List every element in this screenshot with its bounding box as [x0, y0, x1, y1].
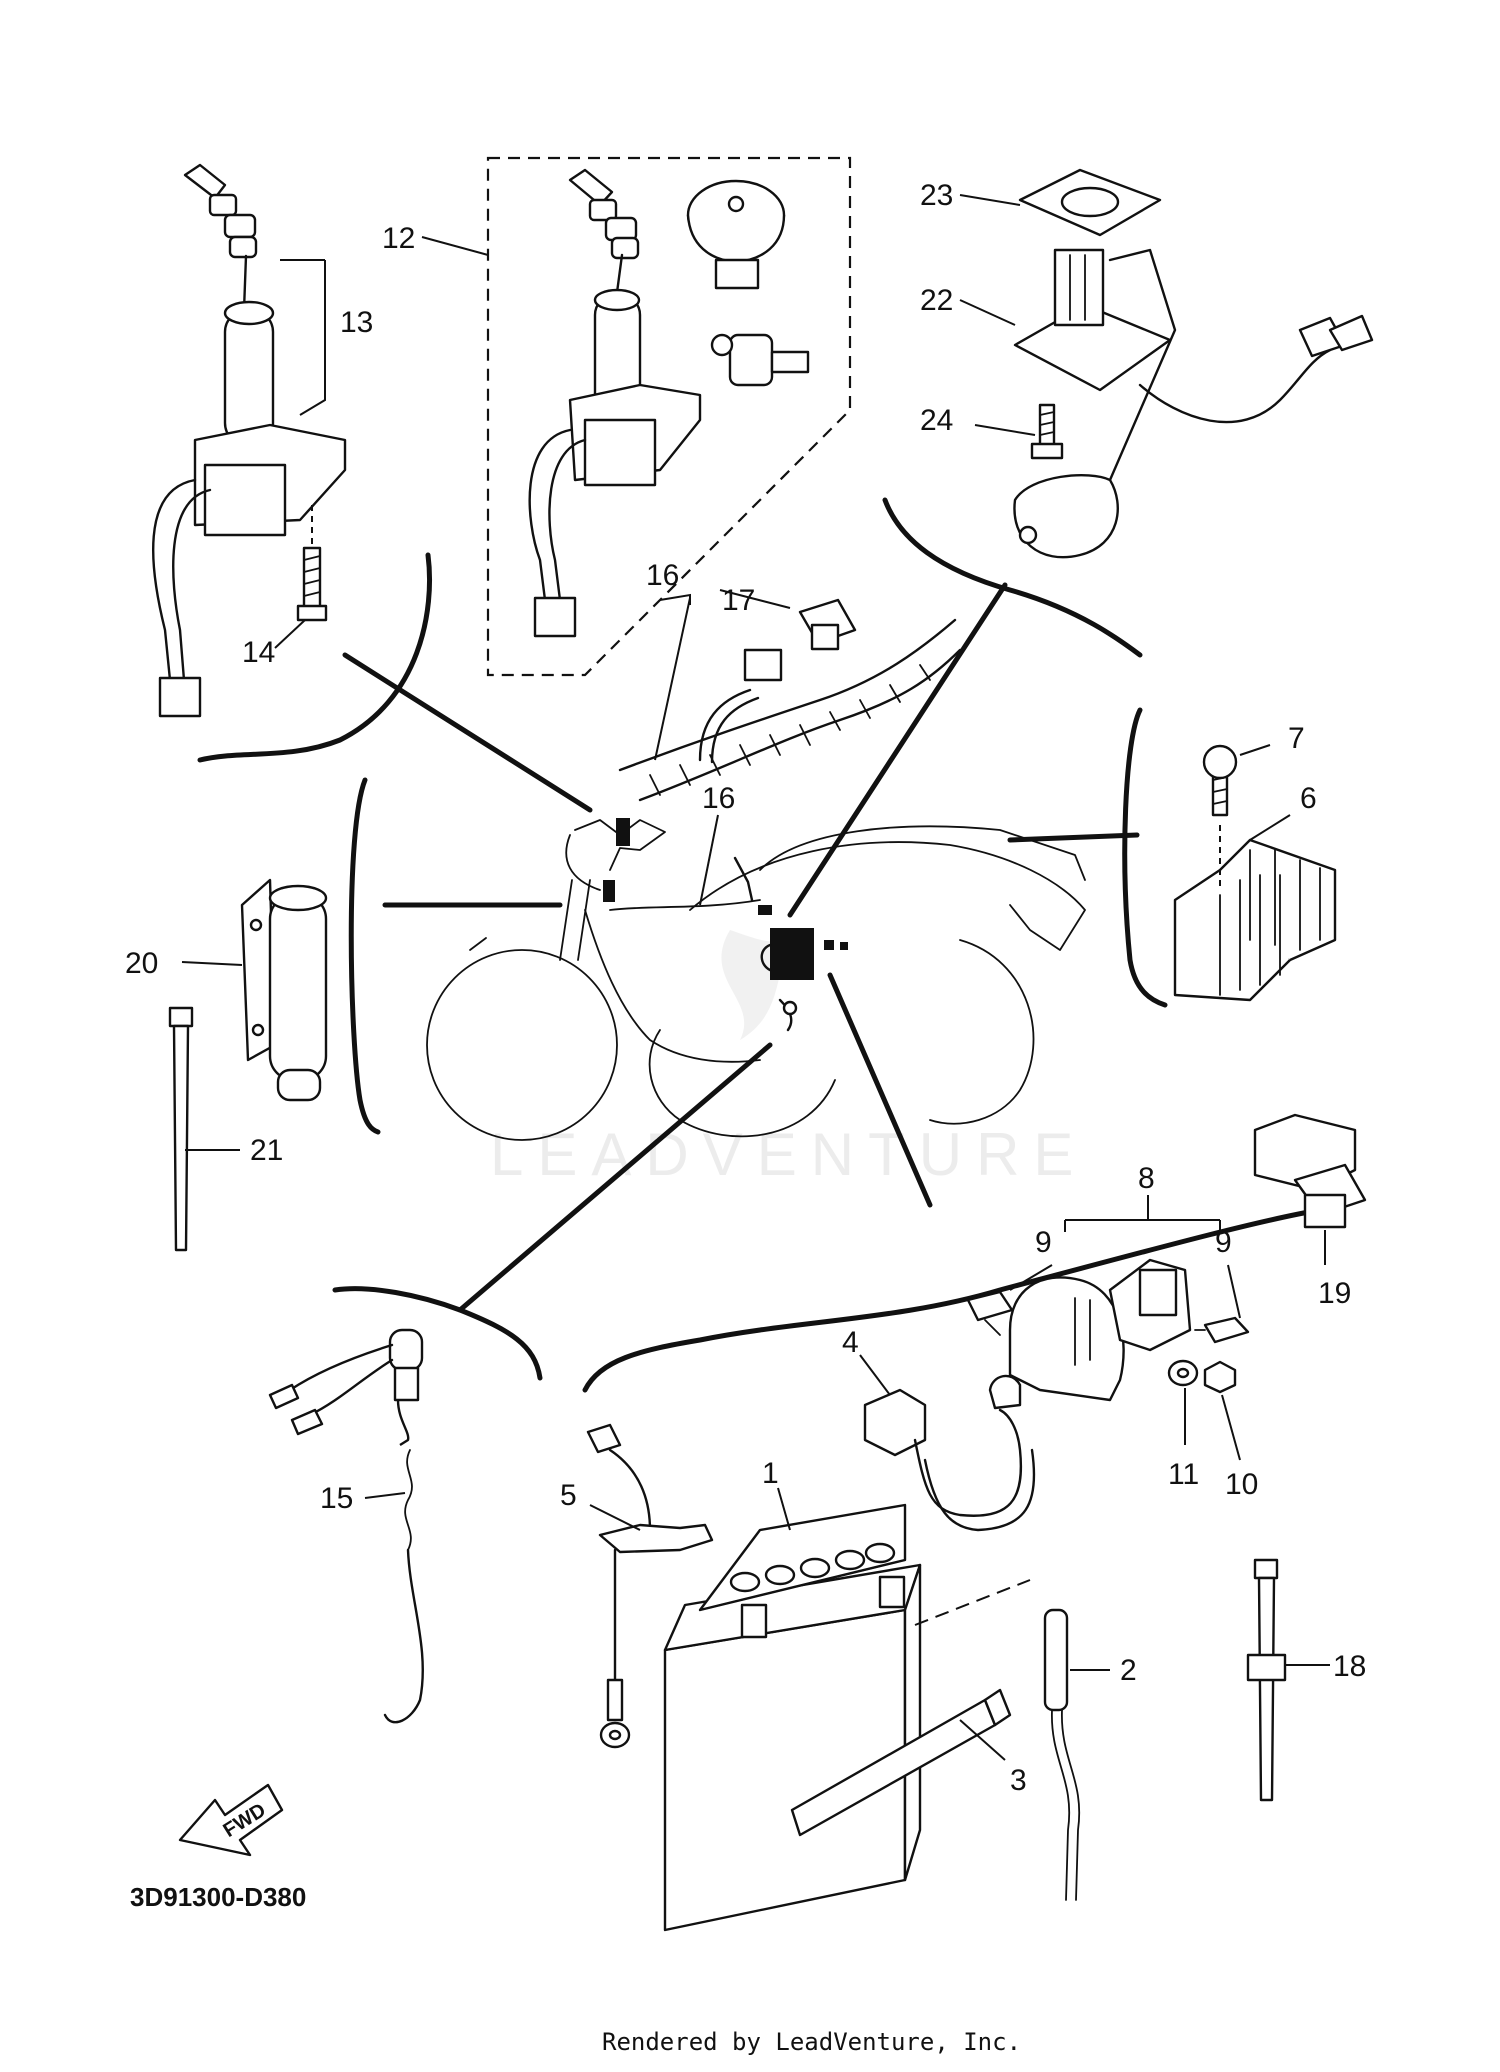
callout-19: 19: [1318, 1277, 1351, 1310]
callout-6: 6: [1300, 782, 1317, 815]
wire-harness: 16 17 16: [618, 559, 962, 906]
callout-14: 14: [242, 636, 275, 669]
ignition-switch-icon: [528, 288, 702, 638]
cable-tie-icon: [168, 1006, 194, 1252]
rectifier-regulator: 6 7: [1173, 722, 1337, 1002]
callout-1: 1: [762, 1457, 779, 1490]
callout-9a: 9: [1035, 1226, 1052, 1259]
callout-18: 18: [1333, 1650, 1366, 1683]
screw-icon: [1202, 744, 1238, 817]
key-icon: [568, 168, 640, 302]
callout-8: 8: [1138, 1162, 1155, 1195]
callout-17: 17: [722, 584, 755, 617]
starter-relay: 8 9 9 11 10: [966, 1162, 1258, 1501]
callout-21: 21: [250, 1134, 283, 1167]
callout-23: 23: [920, 179, 953, 212]
screw-icon: [296, 505, 328, 622]
callout-9b: 9: [1215, 1226, 1232, 1259]
fuel-sender: 23 22 24: [920, 168, 1374, 559]
callout-24: 24: [920, 404, 953, 437]
callout-12: 12: [382, 222, 415, 255]
callout-20: 20: [125, 947, 158, 980]
ignition-coil: 20 21: [125, 878, 328, 1252]
battery-cell-caps: [729, 1542, 896, 1593]
diagram-code: 3D91300-D380: [130, 1882, 306, 1912]
callout-22: 22: [920, 284, 953, 317]
callout-4: 4: [842, 1326, 859, 1359]
callout-13: 13: [340, 306, 373, 339]
key-icon: [183, 163, 258, 312]
main-switch-kit-box: 12: [382, 156, 852, 677]
callout-16b: 16: [702, 782, 735, 815]
callout-3: 3: [1010, 1764, 1027, 1797]
fuel-cap-icon: [686, 179, 786, 290]
watermark-text: LEADVENTURE: [490, 1121, 1087, 1188]
neutral-switch: 15: [268, 1328, 424, 1724]
render-credit: Rendered by LeadVenture, Inc.: [602, 2028, 1021, 2056]
battery: 1 3: [663, 1457, 1031, 1932]
breather-hose: 2: [1043, 1608, 1137, 1901]
callout-16a: 16: [646, 559, 679, 592]
battery-positive-lead: 4: [842, 1326, 1036, 1532]
flasher-relay: 19: [1253, 1113, 1367, 1310]
fwd-arrow-icon: FWD: [178, 1783, 284, 1857]
motorcycle-outline: [426, 818, 1086, 1141]
cable-tie-icon: 18: [1246, 1558, 1366, 1802]
battery-negative-lead: 5: [560, 1423, 714, 1749]
callout-2: 2: [1120, 1654, 1137, 1687]
screw-icon: [1030, 403, 1064, 460]
callout-5: 5: [560, 1479, 577, 1512]
callout-7: 7: [1288, 722, 1305, 755]
grouping-brackets: [197, 497, 1323, 1393]
callout-10: 10: [1225, 1468, 1258, 1501]
seat-lock-icon: [710, 333, 810, 387]
callout-15: 15: [320, 1482, 353, 1515]
main-switch-left: 13 14: [152, 163, 373, 718]
callout-11: 11: [1168, 1458, 1199, 1491]
